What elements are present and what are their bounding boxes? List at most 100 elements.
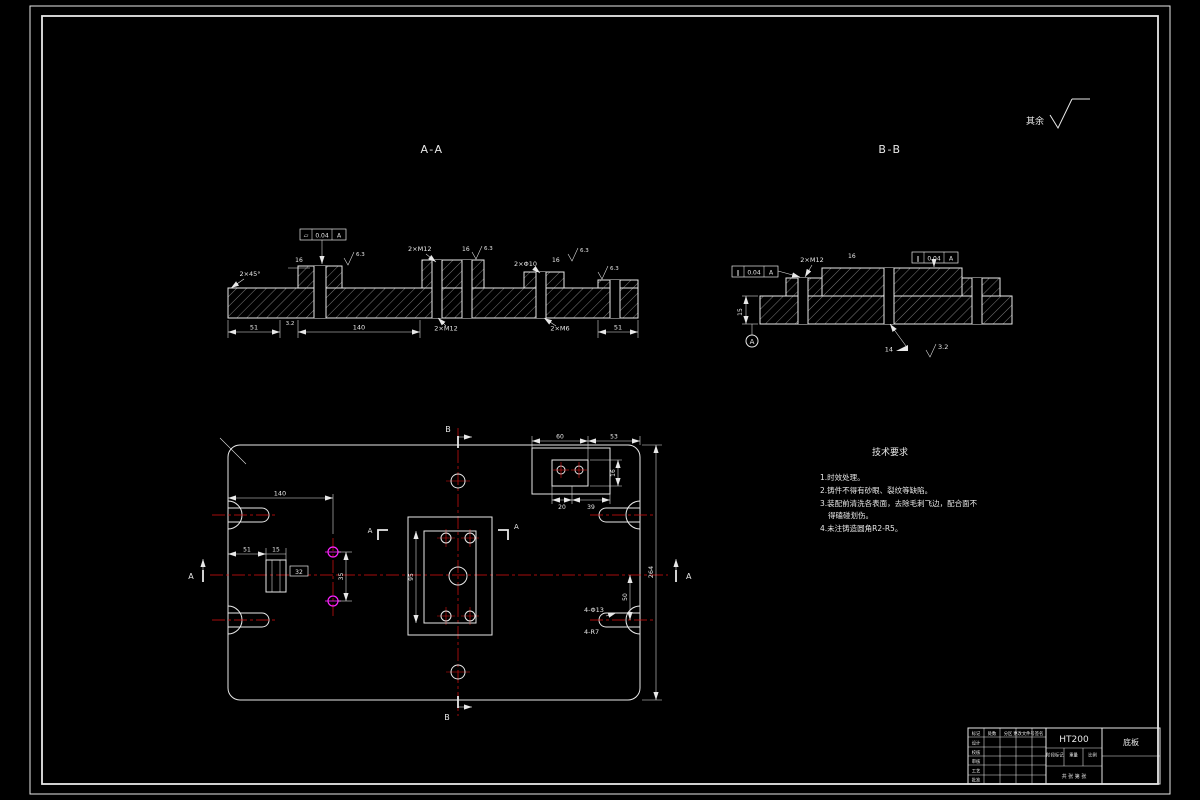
svg-text:6.3: 6.3 [484, 246, 493, 252]
tb-stage: 阶段标记 [1046, 752, 1064, 759]
tb-sheet: 共 张 第 张 [1062, 773, 1087, 780]
centerlines [210, 428, 668, 716]
note-line-4: 4.未注铸造圆角R2-R5。 [820, 523, 902, 533]
bb-width-label: 16 [848, 253, 856, 260]
bottom-hole [450, 664, 466, 680]
cut-letter-a-mid-left: A [368, 527, 373, 535]
aa-roughness-mark-2: 6.3 [471, 245, 493, 260]
plan-dimensions: 140 51 15 35 95 264 50 4-Φ13 4-R7 [228, 444, 662, 701]
svg-text:6.3: 6.3 [356, 252, 365, 258]
note-line-1: 1.时效处理。 [820, 472, 865, 482]
roughness-check-icon [1049, 98, 1073, 130]
svg-text:6.3: 6.3 [610, 266, 619, 272]
bb-roughness-mark: 3.2 [925, 343, 948, 358]
dim-140: 140 [274, 490, 286, 498]
aa-thread-label: 2×M12 [408, 245, 431, 253]
aa-roughness-mark-4: 6.3 [597, 265, 619, 280]
section-bb-title: B-B [878, 143, 901, 156]
bb-gdt-frame-left: ∥ 0.04 A [731, 265, 801, 278]
cut-letter-b-top: B [445, 425, 451, 434]
tb-cell-0: 标记 [972, 730, 981, 737]
bb-gdt-right-datum: A [949, 256, 954, 263]
tb-cell-2: 分区 [1004, 730, 1013, 737]
bb-thread-leader [804, 264, 813, 278]
detail-dim-53: 53 [610, 434, 618, 441]
border-inner [41, 15, 1159, 785]
dim-15: 15 [272, 547, 280, 554]
left-key-feature [265, 559, 287, 593]
surface-finish-mark: 其余 [1026, 98, 1090, 130]
finish-rest-label: 其余 [1026, 115, 1044, 127]
plan-corner-mark [219, 437, 247, 465]
aa-dim-51-left: 51 [250, 324, 258, 332]
plan-detail-view: 60 53 20 39 16 [531, 434, 641, 511]
tb-part-name: 底板 [1123, 737, 1139, 747]
bb-gdt-frame-right: ∥ 0.04 A [911, 251, 959, 267]
detail-dim-39: 39 [587, 504, 595, 511]
title-block: 标记 处数 分区 更改文件号 签名 设计 校核 审核 工艺 批准 HT200 阶… [967, 727, 1161, 785]
plan-view: 32 140 51 15 35 95 264 [188, 425, 692, 722]
center-hole [448, 566, 468, 586]
bb-gdt-right-value: 0.04 [927, 256, 941, 263]
bolt-hole [464, 610, 476, 622]
detail-dim-20: 20 [558, 504, 566, 511]
bolt-hole [440, 610, 452, 622]
dim-50: 50 [622, 593, 629, 601]
detail-dim-16: 16 [610, 469, 617, 477]
aa-width-label-3: 16 [552, 257, 560, 264]
section-bb-view: B-B ∥ 0.04 A ∥ [731, 143, 1013, 358]
aa-width-label-1: 16 [295, 257, 303, 264]
aa-dim-140: 140 [353, 324, 365, 332]
note-line-2: 2.铸件不得有砂眼、裂纹等缺陷。 [820, 485, 932, 495]
aa-rough-bottom: 3.2 [286, 321, 295, 327]
center-pocket-outer [407, 516, 493, 636]
bolt-hole [440, 532, 452, 544]
bb-thread-label: 2×M12 [800, 256, 823, 264]
dim-35: 35 [338, 573, 345, 581]
tb-cell-1: 处数 [988, 730, 997, 737]
plan-outline [227, 444, 641, 701]
aa-gdt-symbol: ▱ [304, 233, 309, 240]
boxed-dim [289, 565, 309, 577]
cut-letter-a-left: A [188, 572, 194, 581]
aa-roughness-mark-3: 6.3 [567, 247, 589, 262]
notes-title: 技术要求 [872, 446, 908, 458]
bb-gdt-left-symbol: ∥ [737, 270, 740, 277]
bb-gdt-left-value: 0.04 [747, 270, 761, 277]
dim-95: 95 [408, 573, 415, 581]
aa-hole-label: 2×Φ10 [514, 260, 537, 268]
aa-gdt-frame: ▱ 0.04 A [299, 228, 347, 264]
bb-rough-label: 3.2 [938, 343, 948, 351]
tb-cell-4: 签名 [1035, 730, 1044, 737]
aa-gdt-value: 0.04 [315, 233, 329, 240]
aa-dim-51-right: 51 [614, 324, 622, 332]
aa-center-boss [421, 259, 485, 289]
aa-hole-leader [532, 265, 541, 274]
aa-bottom-dimensions: 51 140 2×M12 2×M6 51 3.2 [227, 317, 639, 338]
section-aa-view: A-A ▱ 0.0 [227, 143, 639, 338]
aa-roughness-mark-1: 6.3 [343, 251, 365, 266]
dim-264: 264 [647, 566, 655, 578]
tb-row-design: 设计 [972, 740, 981, 747]
aa-dim-thread: 2×M12 [434, 325, 457, 333]
tb-scale: 比例 [1088, 752, 1097, 759]
bb-height-label: 15 [737, 308, 744, 316]
tb-material: HT200 [1059, 735, 1089, 745]
tb-weight: 重量 [1069, 752, 1078, 759]
center-pocket-inner [423, 530, 477, 624]
bb-taper-label: 14 [885, 346, 893, 354]
notes-block: 技术要求 1.时效处理。 2.铸件不得有砂眼、裂纹等缺陷。 3.装配前清洗各表面… [820, 446, 978, 533]
bb-datum-letter: A [750, 338, 755, 346]
bb-taper-note: 14 [885, 323, 908, 354]
tb-cell-3: 更改文件号 [1013, 730, 1034, 737]
note-line-3: 3.装配前清洗各表面，去除毛刺飞边，配合面不 [820, 498, 978, 508]
cutting-plane-marks: B B A A A A [188, 425, 692, 722]
detail-dim-60: 60 [556, 434, 564, 441]
aa-holes [313, 260, 621, 318]
aa-chamfer-label: 2×45° [239, 270, 260, 278]
aa-width-label-2: 16 [462, 246, 470, 253]
tb-row-approve: 批准 [972, 777, 981, 784]
top-hole [450, 473, 466, 489]
tb-row-review: 审核 [972, 758, 981, 765]
